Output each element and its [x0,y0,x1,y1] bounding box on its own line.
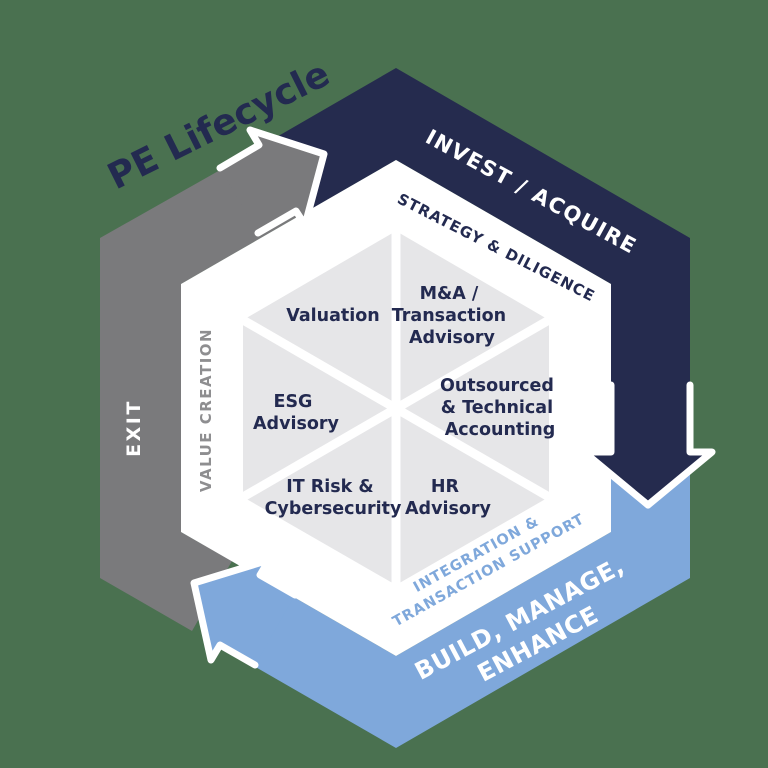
service-line: HR [431,477,460,497]
service-label-it-risk-cybersecurity: IT Risk & Cybersecurity [265,477,402,519]
service-label-ma-transaction-advisory: M&A / Transaction Advisory [392,284,512,348]
service-line: IT Risk & [286,477,373,497]
service-line: Accounting [445,420,556,440]
hexagon-divider-lines [240,231,552,585]
service-label-valuation: Valuation [286,306,380,326]
service-line: Valuation [286,306,380,326]
service-label-hr-advisory: HR Advisory [405,477,492,519]
service-line: Transaction [392,306,506,326]
service-labels: Valuation M&A / Transaction Advisory ESG… [253,284,560,519]
service-line: Advisory [409,328,496,348]
service-line: Cybersecurity [265,499,402,519]
service-label-esg-advisory: ESG Advisory [253,392,340,434]
build-band [245,452,690,748]
value-creation-label: VALUE CREATION [197,328,215,492]
exit-label: EXIT [123,399,145,457]
service-line: Advisory [253,414,340,434]
service-line: Advisory [405,499,492,519]
service-line: ESG [273,392,312,412]
exit-arrowhead-outline [216,126,328,237]
exit-band [100,148,299,631]
build-arrowhead-outline [190,556,299,669]
service-label-outsourced-accounting: Outsourced & Technical Accounting [440,376,560,440]
service-line: & Technical [441,398,553,418]
invest-arrowhead-outline [580,381,716,509]
service-line: M&A / [420,284,479,304]
build-arrowhead-icon [194,560,295,665]
invest-band [268,68,690,390]
service-line: Outsourced [440,376,554,396]
